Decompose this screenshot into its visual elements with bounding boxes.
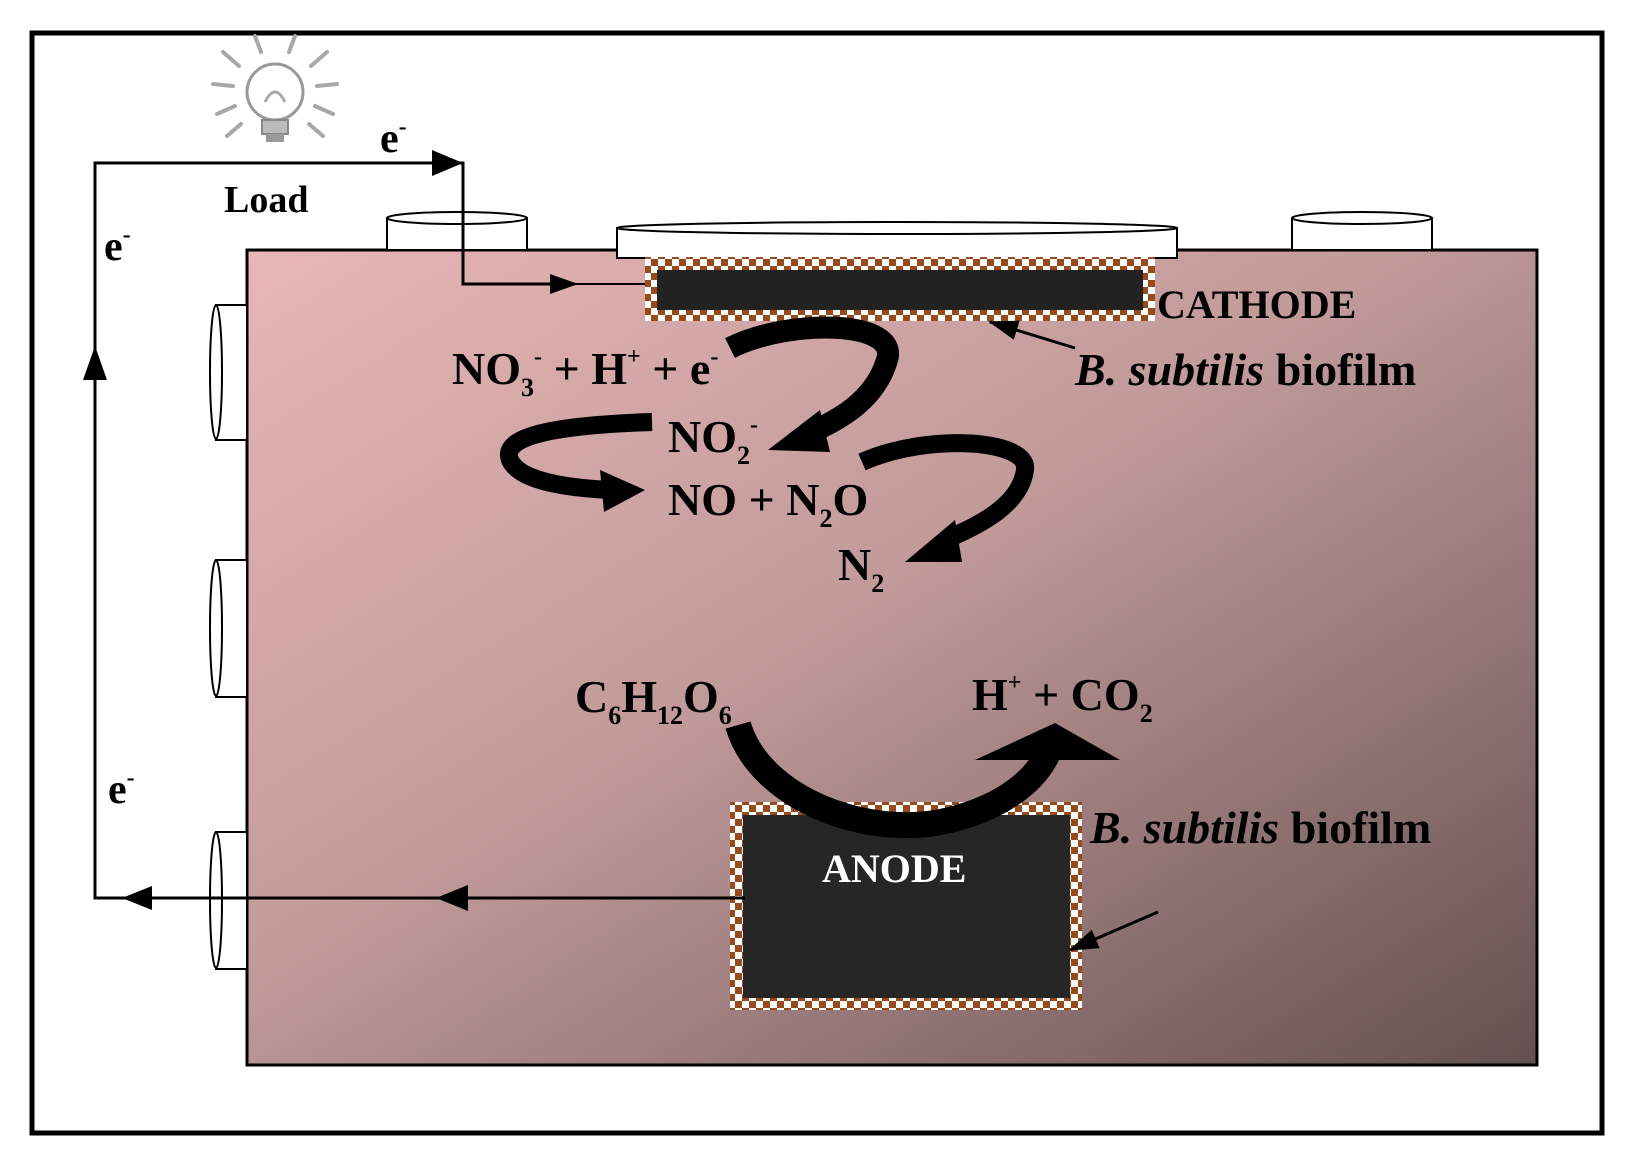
curved-arrow-glucose-to-products <box>725 720 1063 839</box>
cathode-biofilm-pointer <box>988 320 1076 350</box>
arrow-left-anode-icon <box>436 885 468 911</box>
cathode-label: CATHODE <box>1157 282 1356 327</box>
reaction-products: H+ + CO2 <box>972 669 1153 728</box>
anode-biofilm-pointer <box>1068 910 1159 952</box>
arrow-right-cathode-icon <box>550 274 578 294</box>
electron-label-left: e- <box>104 222 131 270</box>
arrowhead-n2-icon <box>905 520 962 562</box>
lightbulb-icon <box>211 34 339 142</box>
curved-arrow-nitrate-to-nitrite <box>725 316 899 446</box>
arrow-left-bottom-icon <box>122 886 152 910</box>
cathode-biofilm-label: B. subtilis biofilm <box>1074 344 1416 395</box>
electron-label-top: e- <box>380 114 407 162</box>
external-wire <box>93 161 745 900</box>
reaction-no-n2o: NO + N2O <box>668 474 868 533</box>
load-label: Load <box>224 179 308 221</box>
arrow-right-top-icon <box>432 150 463 176</box>
arrowhead-no-icon <box>600 470 645 512</box>
side-port-bottom <box>209 831 248 970</box>
arrowhead-nitrite-icon <box>768 410 830 452</box>
cathode-electrode <box>657 270 1143 310</box>
top-port-left <box>386 211 528 251</box>
outer-frame <box>29 30 1605 1136</box>
reaction-nitrite: NO2- <box>668 411 758 470</box>
curved-arrow-n2o-to-n2 <box>858 434 1034 549</box>
arrowhead-products-icon <box>975 723 1120 760</box>
top-port-center <box>616 221 1178 259</box>
electron-label-bottom: e- <box>108 765 135 813</box>
reaction-n2: N2 <box>838 539 884 598</box>
arrow-up-icon <box>83 346 107 380</box>
curved-arrow-nitrite-to-no <box>500 413 653 499</box>
side-port-middle <box>209 559 248 698</box>
reaction-glucose: C6H12O6 <box>575 671 732 730</box>
top-port-right <box>1291 211 1433 251</box>
side-port-top <box>209 304 248 441</box>
reaction-nitrate: NO3- + H+ + e- <box>452 343 718 402</box>
anode-label: ANODE <box>822 846 966 891</box>
anode-biofilm-label: B. subtilis biofilm <box>1089 802 1431 853</box>
anode-electrode <box>743 815 1070 998</box>
